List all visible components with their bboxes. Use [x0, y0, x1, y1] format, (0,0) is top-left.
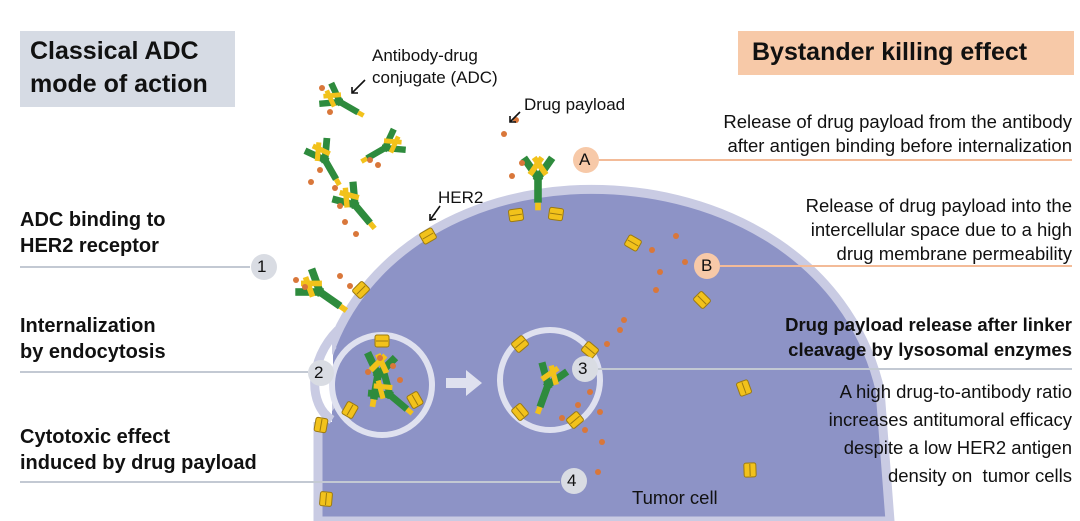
step-3-number: 3 — [578, 359, 588, 378]
endosome-early — [329, 332, 435, 438]
step-2-text: Internalization by endocytosis — [20, 315, 166, 363]
right-title-box — [738, 31, 1074, 75]
her2-label: HER2 — [438, 188, 484, 207]
step-1-text: ADC binding to HER2 receptor — [20, 209, 166, 257]
step-1-number: 1 — [257, 257, 267, 276]
payload-dots — [293, 85, 688, 475]
step-4-text: Cytotoxic effect induced by drug payload — [20, 426, 257, 474]
left-title: Classical ADC mode of action — [30, 37, 208, 98]
payload-label: Drug payload — [524, 95, 626, 114]
tumor-cell — [300, 184, 895, 521]
step-3-text: A high drug-to-antibody ratio increases … — [828, 381, 1072, 486]
step-b-letter: B — [701, 256, 713, 275]
adc-label: Antibody-drug conjugate (ADC) — [372, 46, 498, 87]
step-markers — [251, 147, 720, 494]
step-4-number: 4 — [567, 471, 577, 490]
tumor-cell-label: Tumor cell — [632, 487, 718, 508]
left-title-box — [20, 31, 235, 107]
right-title: Bystander killing effect — [752, 38, 1028, 66]
pointer-arrows — [351, 79, 521, 221]
step-a-letter: A — [579, 150, 591, 169]
step-2-number: 2 — [314, 363, 324, 382]
transport-arrow — [446, 370, 482, 396]
step-b-text: Release of drug payload into the interce… — [805, 195, 1072, 264]
leader-lines — [20, 159, 1072, 483]
step-a-text: Release of drug payload from the antibod… — [723, 111, 1072, 156]
step-3-heading: Drug payload release after linker cleava… — [785, 314, 1072, 360]
